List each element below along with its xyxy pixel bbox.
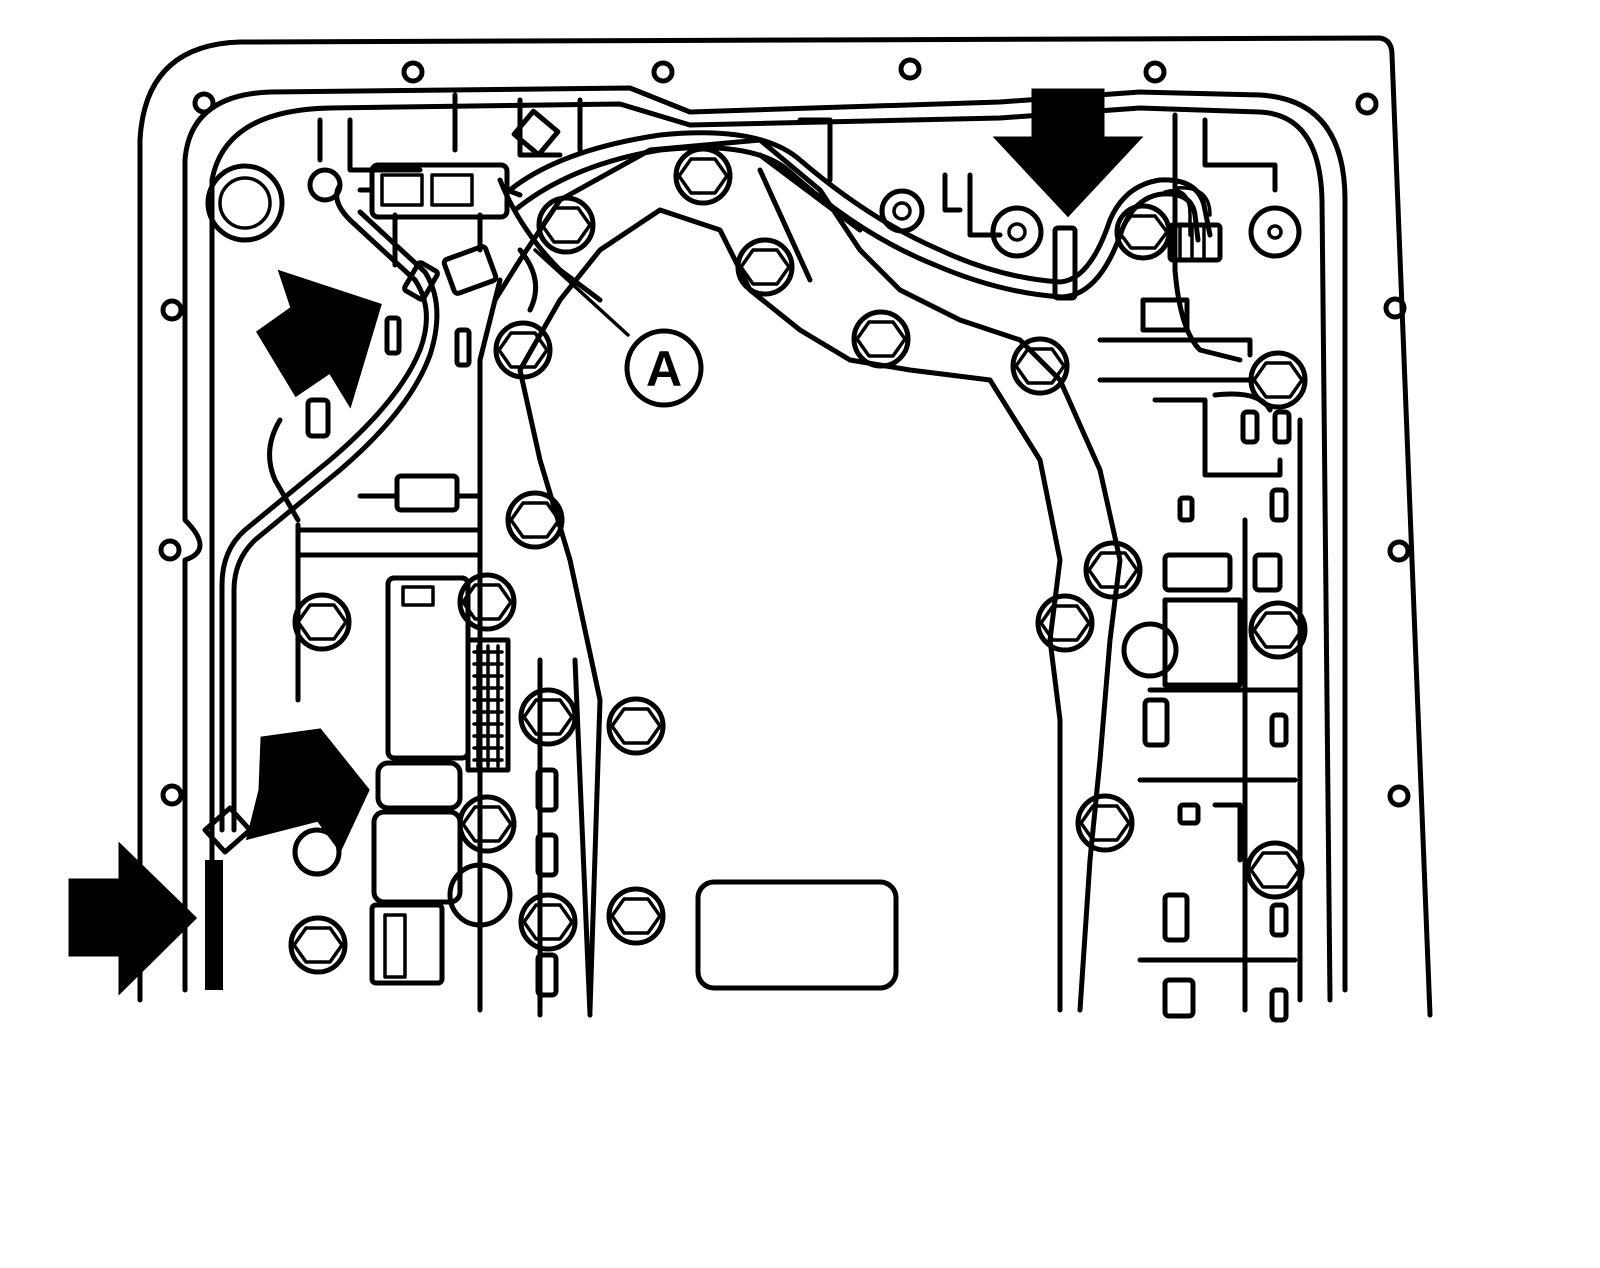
bolt	[536, 195, 596, 255]
bolt	[1114, 203, 1172, 261]
left-center-passages	[305, 92, 1003, 1018]
callout-a-leader	[533, 248, 630, 337]
bolt	[851, 309, 911, 369]
bolt	[288, 915, 348, 975]
flange-bolt-holes	[158, 57, 1411, 808]
bolt	[505, 490, 565, 550]
bolt	[518, 687, 578, 747]
callout-a-label: A	[646, 341, 682, 397]
bolt	[1245, 840, 1305, 900]
right-valve-passages	[1097, 112, 1303, 1023]
bolt	[1075, 793, 1135, 853]
bolt	[1248, 600, 1308, 660]
bolt	[1010, 336, 1070, 396]
valve-body-bolts	[288, 146, 1308, 975]
bolt	[606, 696, 666, 756]
arrow-right-bottom-left	[68, 841, 198, 996]
arrow-lower-left	[245, 728, 370, 853]
bolt	[457, 794, 517, 854]
bolt	[735, 237, 795, 297]
left-solenoid-stack	[267, 417, 511, 986]
bolt	[457, 572, 517, 632]
bolt	[673, 146, 733, 206]
bolt	[1248, 205, 1302, 259]
top-left-fitting	[205, 163, 513, 928]
bolt	[292, 592, 352, 652]
bolt	[1035, 593, 1095, 653]
highlighted-sensor	[205, 860, 223, 990]
bolt	[990, 205, 1044, 259]
bolt	[1083, 540, 1143, 600]
bolt	[606, 886, 666, 946]
indicator-arrows	[68, 88, 1144, 996]
bolt	[518, 892, 578, 952]
bolt	[292, 827, 342, 877]
separator-plate-outline	[477, 137, 1123, 1013]
arrow-down-top-right	[992, 88, 1144, 218]
wiring-harness	[202, 130, 1223, 855]
bolt	[493, 320, 553, 380]
arrow-upper-left	[255, 269, 382, 409]
bolt	[1121, 621, 1179, 679]
callout-a: A	[624, 328, 704, 408]
case-flange-outline	[137, 35, 1433, 1018]
